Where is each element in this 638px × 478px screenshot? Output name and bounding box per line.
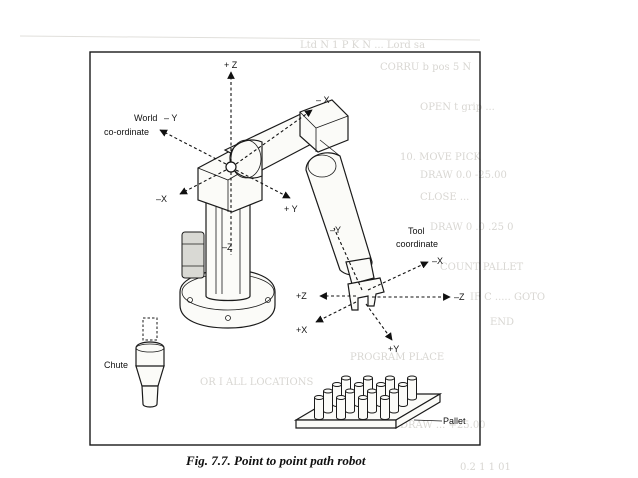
tool-plus-x-label: +X [296,325,307,335]
world-minus-y-label: – Y [164,113,177,123]
svg-text:COUNT PALLET: COUNT PALLET [440,262,523,273]
chute [135,317,165,408]
pallet-part [380,395,390,420]
svg-text:DRAW 0.0 -25.00: DRAW 0.0 -25.00 [420,170,507,181]
svg-text:0.2 1 1 01: 0.2 1 1 01 [460,462,511,473]
figure-frame [89,51,481,446]
svg-text:OR I ALL LOCATIONS: OR I ALL LOCATIONS [200,377,313,388]
pallet-parts [314,375,417,420]
svg-text:PROGRAM PLACE: PROGRAM PLACE [350,352,444,363]
pallet-part [314,395,324,420]
pallet-part [407,375,417,401]
svg-text:CLOSE ...: CLOSE ... [420,192,469,203]
world-coordinate-axes [159,71,313,255]
world-minus-x-left-label: –X [156,194,167,204]
world-minus-x-label: – X [316,95,330,105]
pallet-part [367,388,377,414]
tool-minus-y-label: –Y [330,225,341,235]
pallet-part [358,395,368,420]
svg-text:END: END [490,317,514,328]
forearm [305,152,373,276]
world-origin [225,161,237,173]
world-plus-y-label: + Y [284,204,298,214]
pallet-part [398,382,408,407]
pallet-part [345,388,355,414]
pallet-part [389,388,399,414]
drive-motor [181,231,205,279]
world-label-line2: co-ordinate [104,127,149,137]
svg-text:Ltd N 1 P K N ... Lord: Ltd N 1 P K N ... Lord sa [300,40,425,51]
svg-text:OPEN t grip ...: OPEN t grip ... [420,102,495,113]
pallet-part [323,388,333,414]
figure-caption: Fig. 7.7. Point to point path robot [185,453,366,468]
world-plus-z-label: + Z [224,60,238,70]
robot-arm [179,99,385,329]
svg-text:DRAW 0 .0 .25 0: DRAW 0 .0 .25 0 [430,222,514,233]
robot-column [205,195,251,302]
chute-label: Chute [104,360,128,370]
tool-plus-y-label: +Y [388,344,399,354]
bleed-through-texture: Ltd N 1 P K N ... Lord sa CORRU b pos 5 … [19,35,545,473]
svg-text:CORRU b pos 5 N: CORRU b pos 5 N [380,62,471,73]
svg-text:10. MOVE PICK: 10. MOVE PICK [400,152,481,163]
world-label-line1: World [134,113,157,123]
gripper [347,277,385,311]
wrist [345,257,375,285]
tool-minus-z-label: –Z [454,292,465,302]
svg-text:DRAW ... +25.00: DRAW ... +25.00 [400,420,486,431]
pallet-label: Pallet [443,416,466,426]
tool-plus-z-label: +Z [296,291,307,301]
tool-minus-x-label: –X [432,256,443,266]
pallet-part [336,395,346,420]
tool-coordinate-axes [315,227,451,341]
world-minus-z-label: –Z [222,242,233,252]
svg-text:IF C ..... GOTO: IF C ..... GOTO [470,292,545,303]
tool-label-line1: Tool [408,226,425,236]
tool-label-line2: coordinate [396,239,438,249]
